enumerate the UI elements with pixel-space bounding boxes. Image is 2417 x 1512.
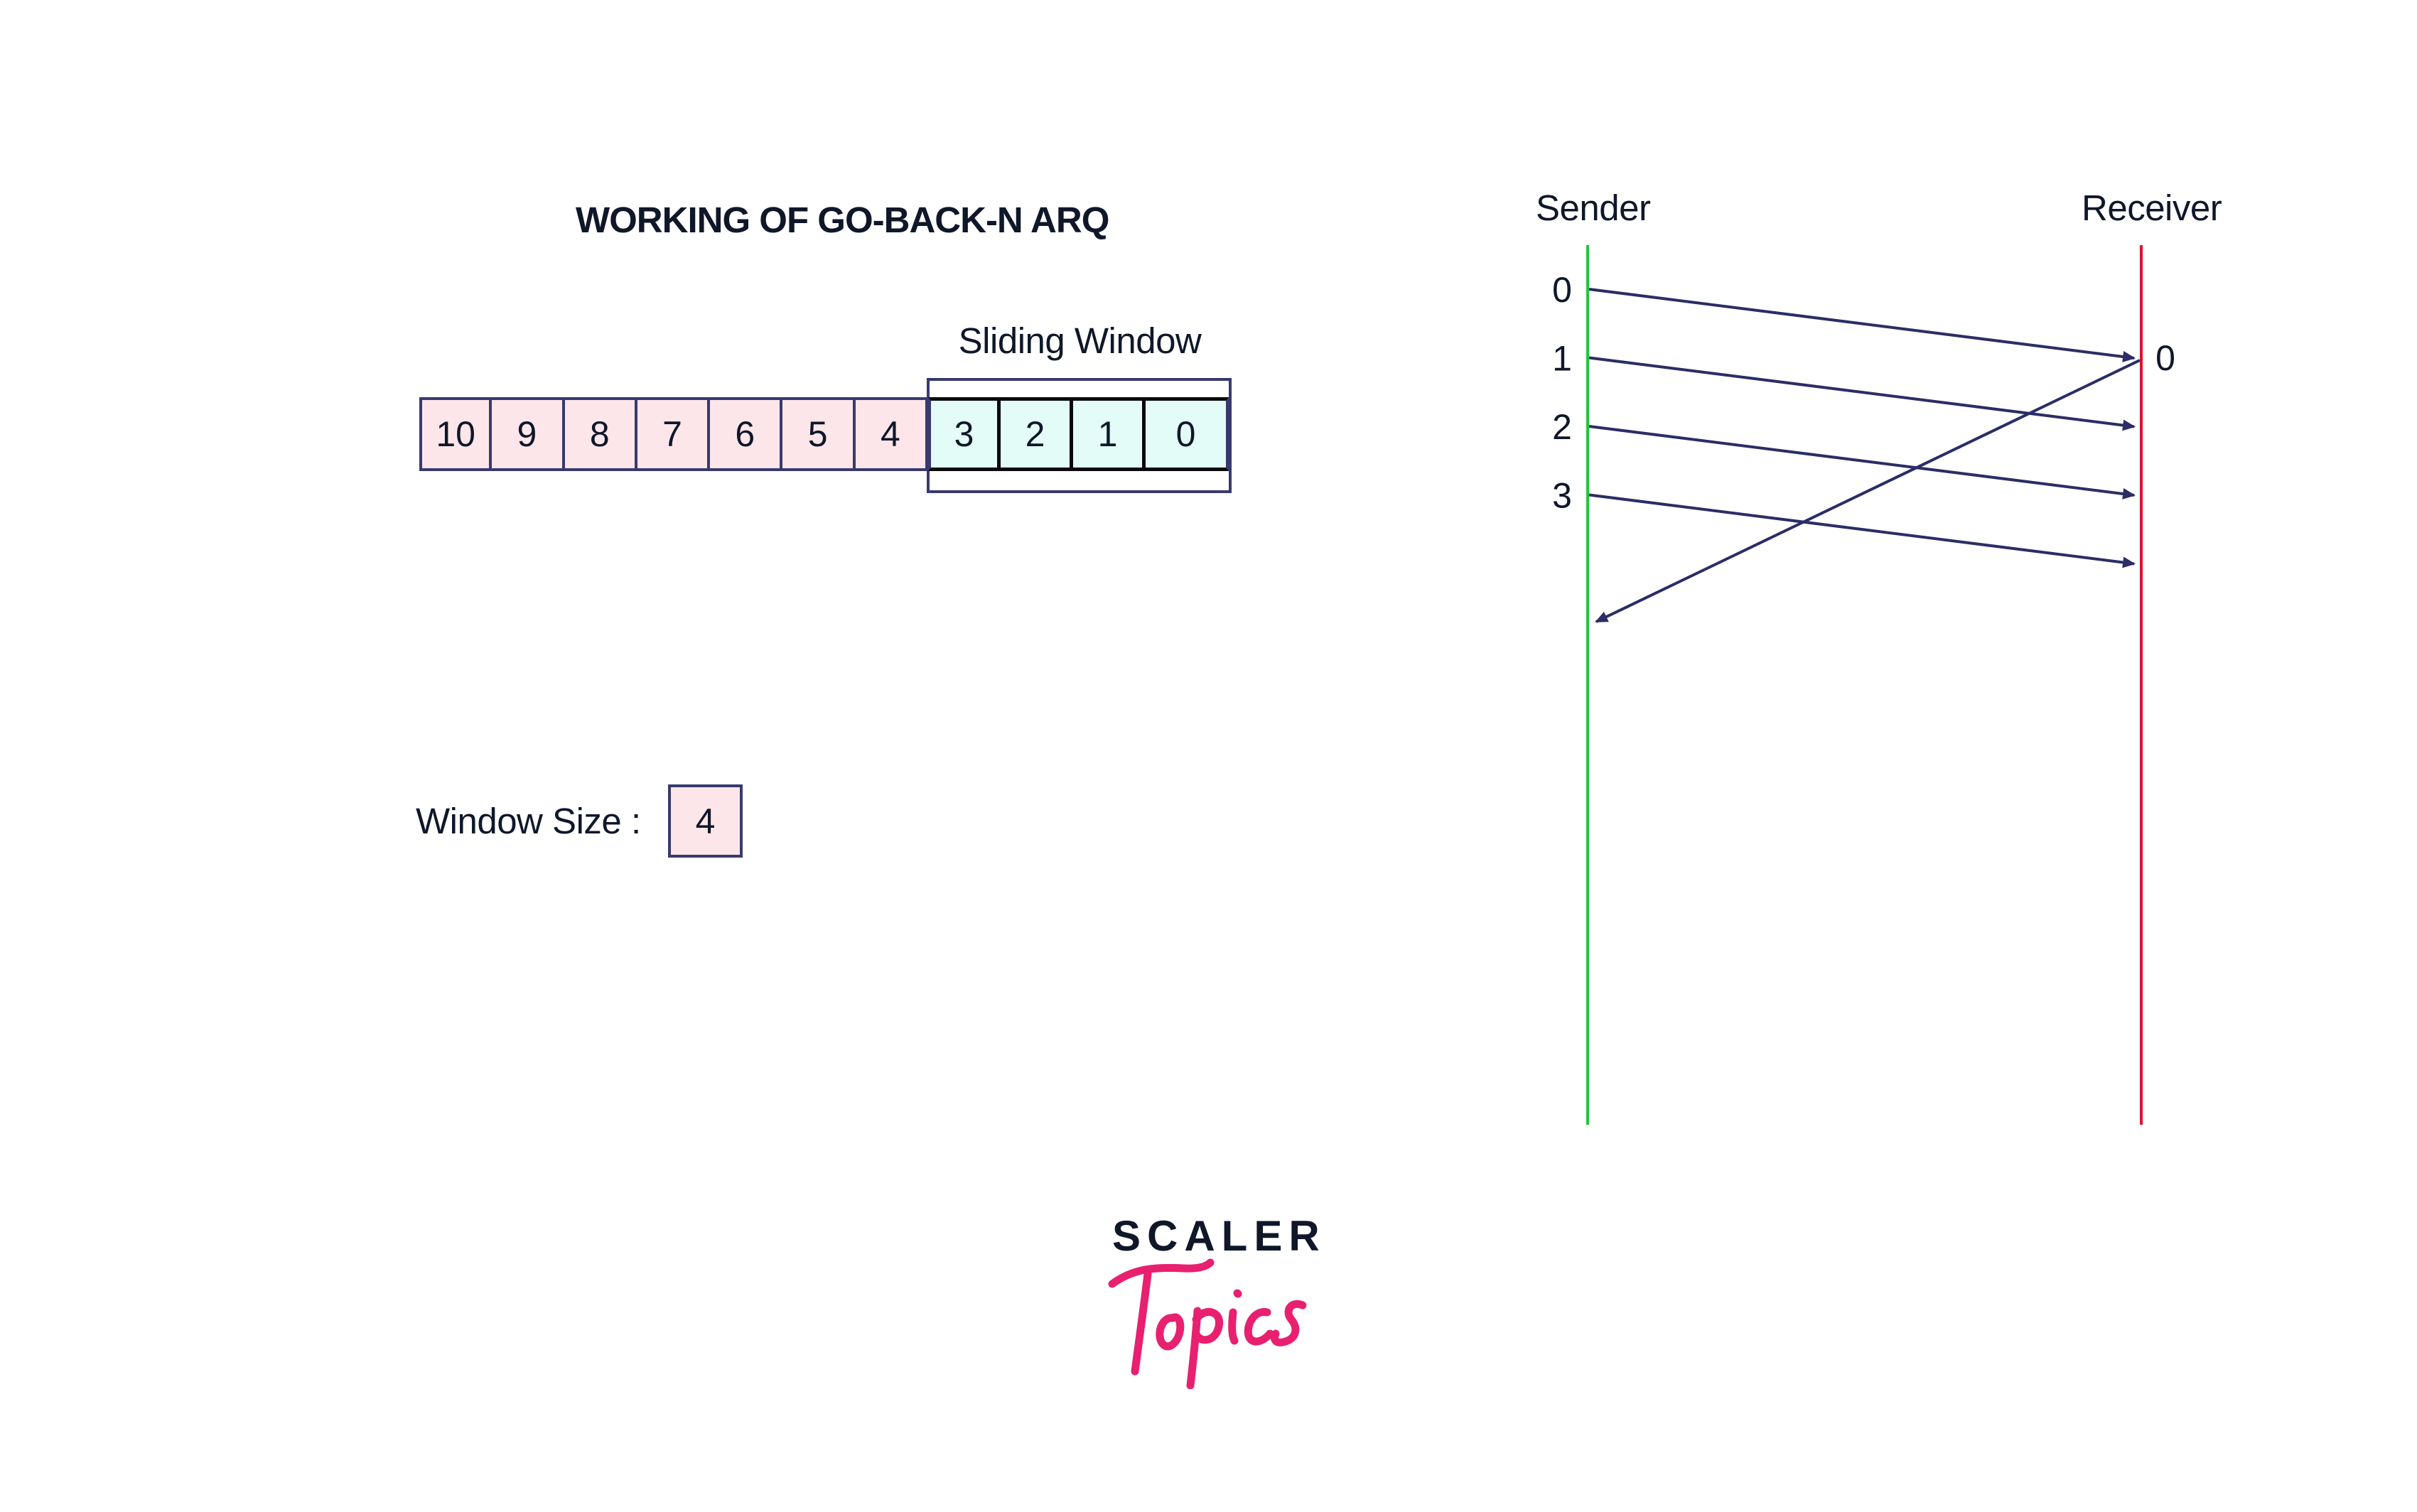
scaler-logo-text: SCALER [1112,1212,1326,1260]
frame-arrow-1 [1588,356,2136,431]
window-frame-cell: 0 [1146,397,1229,471]
frame-cell: 7 [637,397,711,471]
window-frame-cell: 3 [928,397,1001,471]
sliding-window-label: Sliding Window [958,320,1202,361]
window-size-label: Window Size : [416,801,641,841]
sender-seq-label: 2 [1552,407,1572,447]
sender-label: Sender [1536,188,1651,228]
frame-arrow-3 [1588,493,2136,568]
frame-arrow-0 [1588,288,2136,362]
sender-seq-label: 0 [1552,270,1572,310]
frame-cell: 9 [492,397,565,471]
frame-cell: 5 [782,397,856,471]
ack-arrow-0 [1595,359,2141,623]
frame-cell: 4 [855,397,929,471]
window-size-value: 4 [668,784,743,858]
sender-seq-label: 3 [1552,476,1572,516]
receiver-ack-label: 0 [2155,338,2175,378]
window-frame-cell: 2 [1001,397,1074,471]
frame-cell: 6 [710,397,783,471]
frame-cell: 10 [419,397,492,471]
frame-arrows [1588,288,2136,568]
frame-cell: 8 [564,397,637,471]
sequence-labels: 0 1 2 3 [1552,270,1572,516]
topics-logo-script [1108,1258,1307,1389]
diagram-title: WORKING OF GO-BACK-N ARQ [576,200,1109,240]
frame-arrow-2 [1588,425,2136,500]
receiver-label: Receiver [2082,188,2222,228]
topics-script-icon [1108,1258,1307,1389]
ack-arrows: 0 [1595,338,2175,623]
window-frame-cell: 1 [1073,397,1146,471]
frame-sequence: 10 9 8 7 6 5 4 3 2 1 0 [419,397,1229,471]
sender-seq-label: 1 [1552,339,1572,379]
